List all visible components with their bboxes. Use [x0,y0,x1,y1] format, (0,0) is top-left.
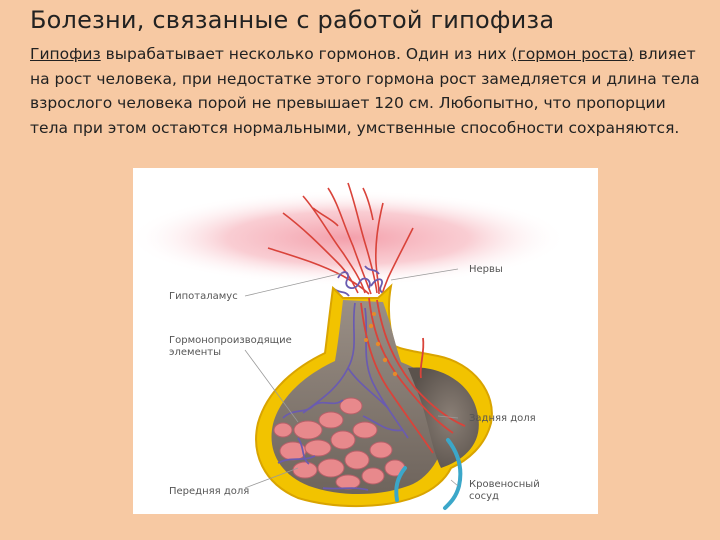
intro-paragraph: Гипофиз вырабатывает несколько гормонов.… [30,42,700,140]
label-blood-vessel-line2: сосуд [469,491,499,503]
label-nerves: Нервы [469,264,503,276]
label-hormone-elements-line2: элементы [169,347,221,359]
label-anterior-lobe: Передняя доля [169,486,249,498]
paragraph-text-1: вырабатывает несколько гормонов. Один из… [101,45,512,63]
term-link-pituitary[interactable]: Гипофиз [30,45,101,63]
label-hormone-elements-line1: Гормонопроизводящие [169,335,292,347]
pituitary-diagram: Нервы Гипоталамус Гормонопроизводящие эл… [133,168,598,514]
term-link-growth-hormone[interactable]: (гормон роста) [512,45,634,63]
label-blood-vessel-line1: Кровеносный [469,479,540,491]
label-hypothalamus: Гипоталамус [169,291,238,303]
label-posterior-lobe: Задняя доля [469,413,536,425]
page-title: Болезни, связанные с работой гипофиза [30,6,554,34]
